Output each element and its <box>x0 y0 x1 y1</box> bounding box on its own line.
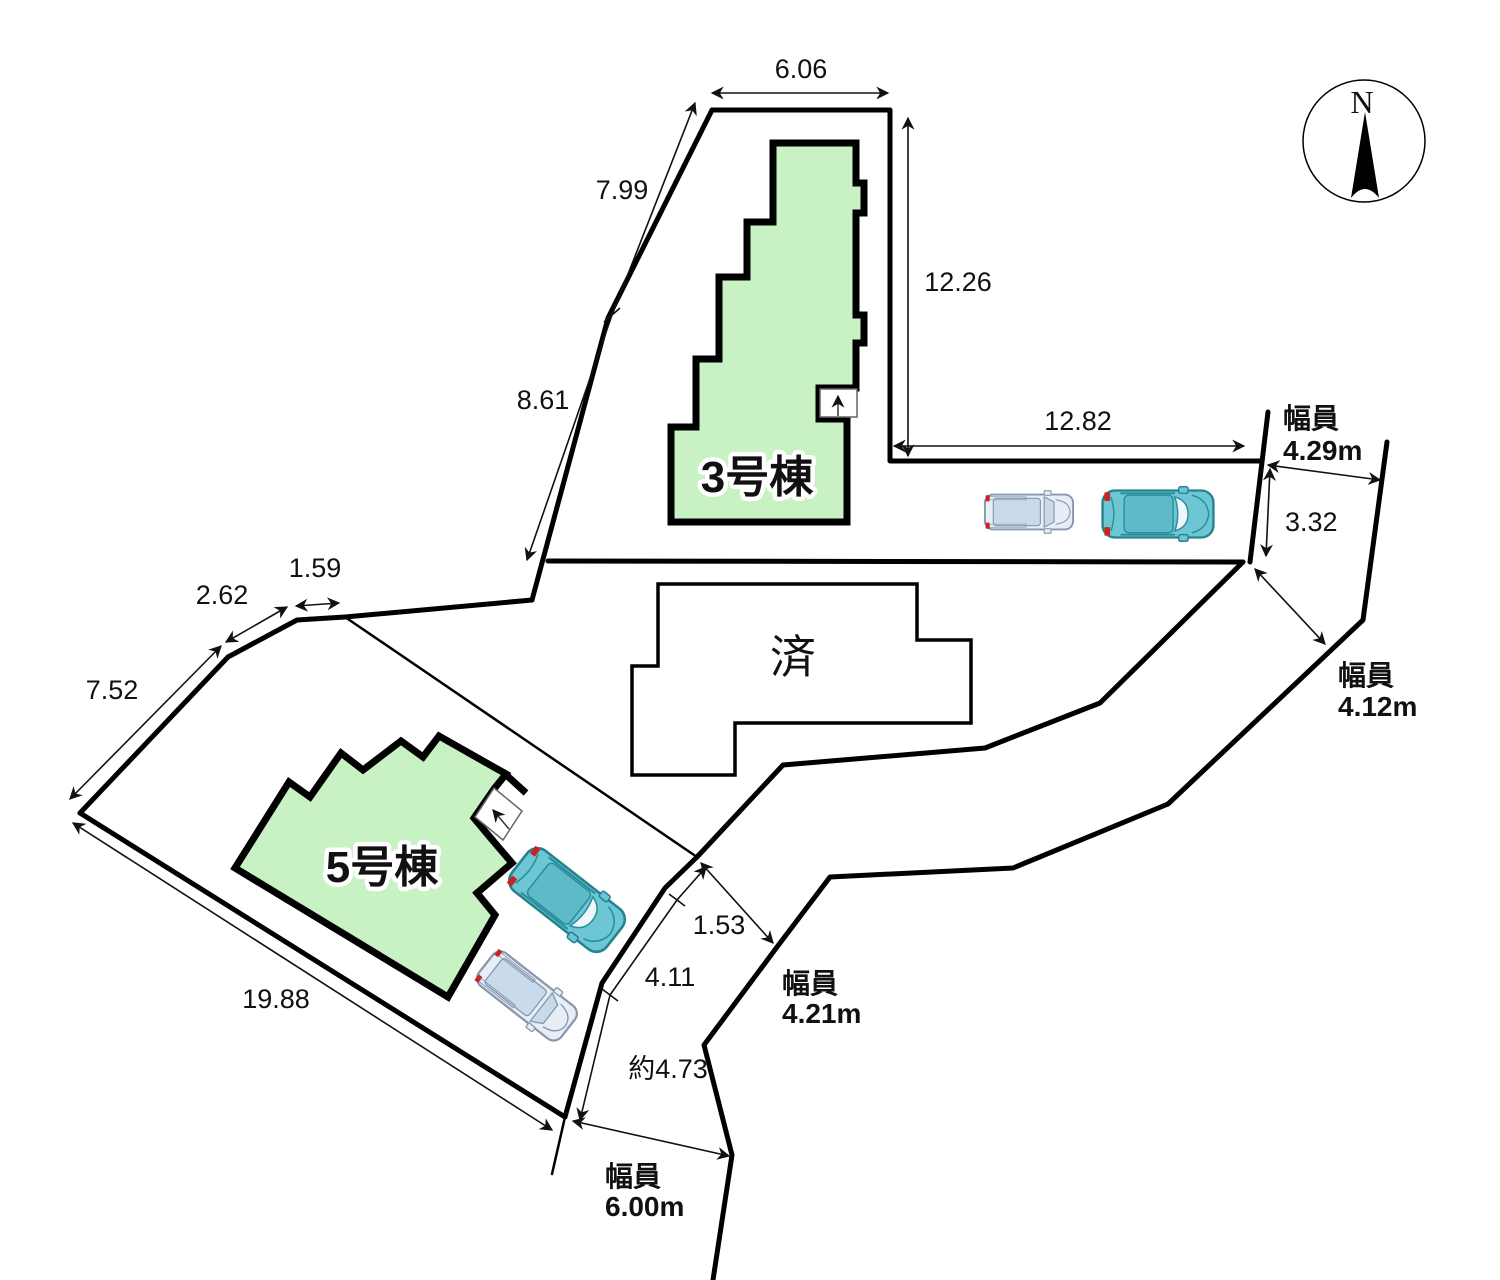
label-width-4.29-value: 4.29m <box>1283 435 1362 466</box>
label-12.82: 12.82 <box>1044 406 1112 436</box>
sold-lot-north-boundary <box>545 558 1246 565</box>
label-6.06: 6.06 <box>775 54 828 84</box>
dimension-labels: 6.06 7.99 8.61 12.26 12.82 3.32 1.59 2.6… <box>86 54 1338 1084</box>
car-suv-road <box>1101 485 1215 543</box>
label-width-6.00-title: 幅員 <box>605 1161 661 1192</box>
building-3 <box>667 139 868 526</box>
sold-building-outline <box>630 582 973 777</box>
label-3.32: 3.32 <box>1285 507 1338 537</box>
dim-line-4.12 <box>1254 568 1326 645</box>
lot3-top-east-boundary <box>709 107 1265 464</box>
south-road-west-edge <box>550 1115 567 1176</box>
dimension-lines <box>69 86 1382 1160</box>
dim-line-1.53 <box>700 862 774 944</box>
label-8.61: 8.61 <box>517 385 570 415</box>
sold-label: 済 <box>770 631 816 683</box>
dim-line-4.29 <box>1266 460 1382 485</box>
label-7.52: 7.52 <box>86 675 139 705</box>
label-width-4.21-title: 幅員 <box>782 968 838 999</box>
south-road-east-edge <box>701 944 780 1280</box>
dim-tick-se-1 <box>668 893 686 907</box>
car-van-road <box>983 489 1075 535</box>
dim-line-7.99 <box>611 101 697 316</box>
car-van-lot5 <box>469 942 585 1050</box>
dim-line-3.32 <box>1260 467 1276 558</box>
label-2.62: 2.62 <box>196 580 249 610</box>
inner-boundaries <box>343 615 699 1176</box>
label-width-6.00-value: 6.00m <box>605 1191 684 1222</box>
compass-needle-icon <box>1351 112 1379 198</box>
dim-line-6.00 <box>571 1117 731 1160</box>
building-5-carport-edge <box>500 769 529 796</box>
dim-line-2.62 <box>224 606 289 643</box>
compass-circle <box>1302 79 1426 203</box>
road-east-corner-edge <box>1247 409 1271 565</box>
label-width-4.29-title: 幅員 <box>1283 403 1339 434</box>
label-19.88: 19.88 <box>242 984 310 1014</box>
label-7.99: 7.99 <box>596 175 649 205</box>
road-northwest-edge <box>694 559 1246 860</box>
label-1.59: 1.59 <box>289 553 342 583</box>
compass: N <box>1302 79 1426 203</box>
label-width-4.12-title: 幅員 <box>1338 660 1394 691</box>
car-suv-lot5 <box>500 838 634 962</box>
road-southeast-edge <box>774 439 1390 950</box>
label-width-4.12-value: 4.12m <box>1338 691 1417 722</box>
dim-line-7.52 <box>69 645 222 800</box>
road-width-labels: 幅員 4.29m 幅員 4.12m 幅員 4.21m 幅員 6.00m <box>605 403 1417 1222</box>
lot5-north-boundary <box>342 597 535 620</box>
label-4.11: 4.11 <box>645 962 696 992</box>
dim-line-19.88 <box>71 822 554 1131</box>
dim-line-8.61 <box>524 314 613 562</box>
building-3-outline <box>667 139 868 526</box>
dim-line-1.59 <box>294 597 341 612</box>
lot5-southeast-boundary <box>562 854 700 1120</box>
building-5-label: 5号棟 <box>326 843 439 892</box>
dim-tick-west <box>603 307 621 323</box>
dim-tick-se-2 <box>601 988 619 1002</box>
lot5-west-boundary <box>77 614 348 816</box>
lot5-sold-divider <box>343 615 699 859</box>
dim-line-4.73 <box>576 994 611 1122</box>
label-1.53: 1.53 <box>693 910 746 940</box>
building-3-label: 3号棟 <box>701 453 814 502</box>
label-width-4.21-value: 4.21m <box>782 998 861 1029</box>
label-4.73: 約4.73 <box>628 1054 708 1084</box>
cars <box>469 485 1215 1050</box>
compass-north-label: N <box>1350 84 1373 120</box>
label-12.26: 12.26 <box>924 267 992 297</box>
